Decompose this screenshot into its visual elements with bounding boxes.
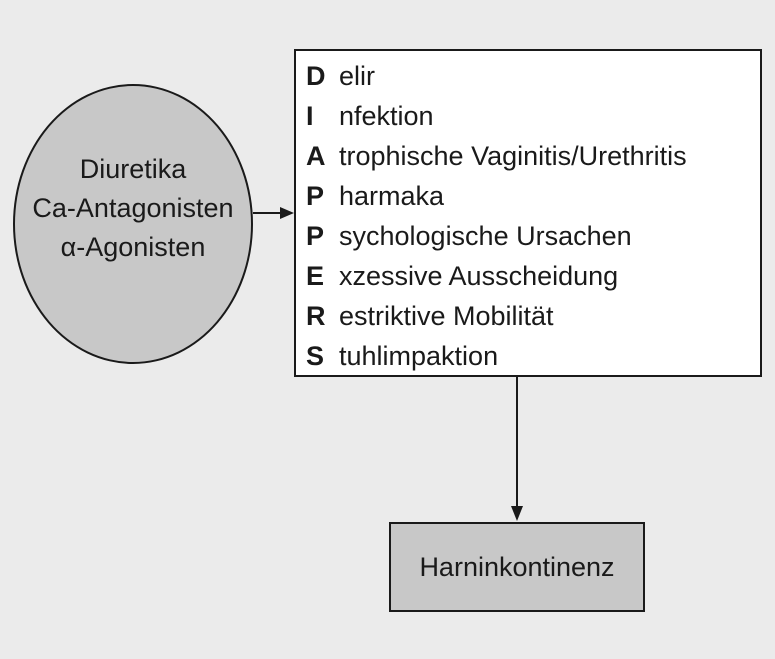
drug-class-diuretika: Diuretika xyxy=(79,154,187,184)
drug-class-ca-antagonisten: Ca-Antagonisten xyxy=(32,193,234,223)
acronym-word: sychologische Ursachen xyxy=(339,221,632,251)
arrow-head-icon xyxy=(280,207,294,219)
acronym-word: nfektion xyxy=(339,101,434,131)
acronym-letter: S xyxy=(306,341,325,371)
acronym-word: elir xyxy=(339,61,376,91)
acronym-letter: I xyxy=(306,101,314,131)
acronym-letter: A xyxy=(306,141,326,171)
result-label: Harninkontinenz xyxy=(419,552,615,582)
acronym-word: estriktive Mobilität xyxy=(339,301,554,331)
drug-class-alpha-agonisten: α-Agonisten xyxy=(60,232,206,262)
acronym-word: tuhlimpaktion xyxy=(339,341,499,371)
acronym-letter: P xyxy=(306,221,325,251)
acronym-word: trophische Vaginitis/Urethritis xyxy=(339,141,687,171)
acronym-letter: D xyxy=(306,61,326,91)
drug-classes-text: Diuretika Ca-Antagonisten α-Agonisten xyxy=(13,150,253,267)
acronym-letter: R xyxy=(306,301,326,331)
acronym-word: xzessive Ausscheidung xyxy=(339,261,619,291)
acronym-word: harmaka xyxy=(339,181,445,211)
acronym-letter: P xyxy=(306,181,325,211)
drug-classes-ellipse xyxy=(13,84,253,364)
result-box: Harninkontinenz xyxy=(389,522,645,612)
arrow-head-icon xyxy=(511,506,523,521)
acronym-letter: E xyxy=(306,261,325,291)
